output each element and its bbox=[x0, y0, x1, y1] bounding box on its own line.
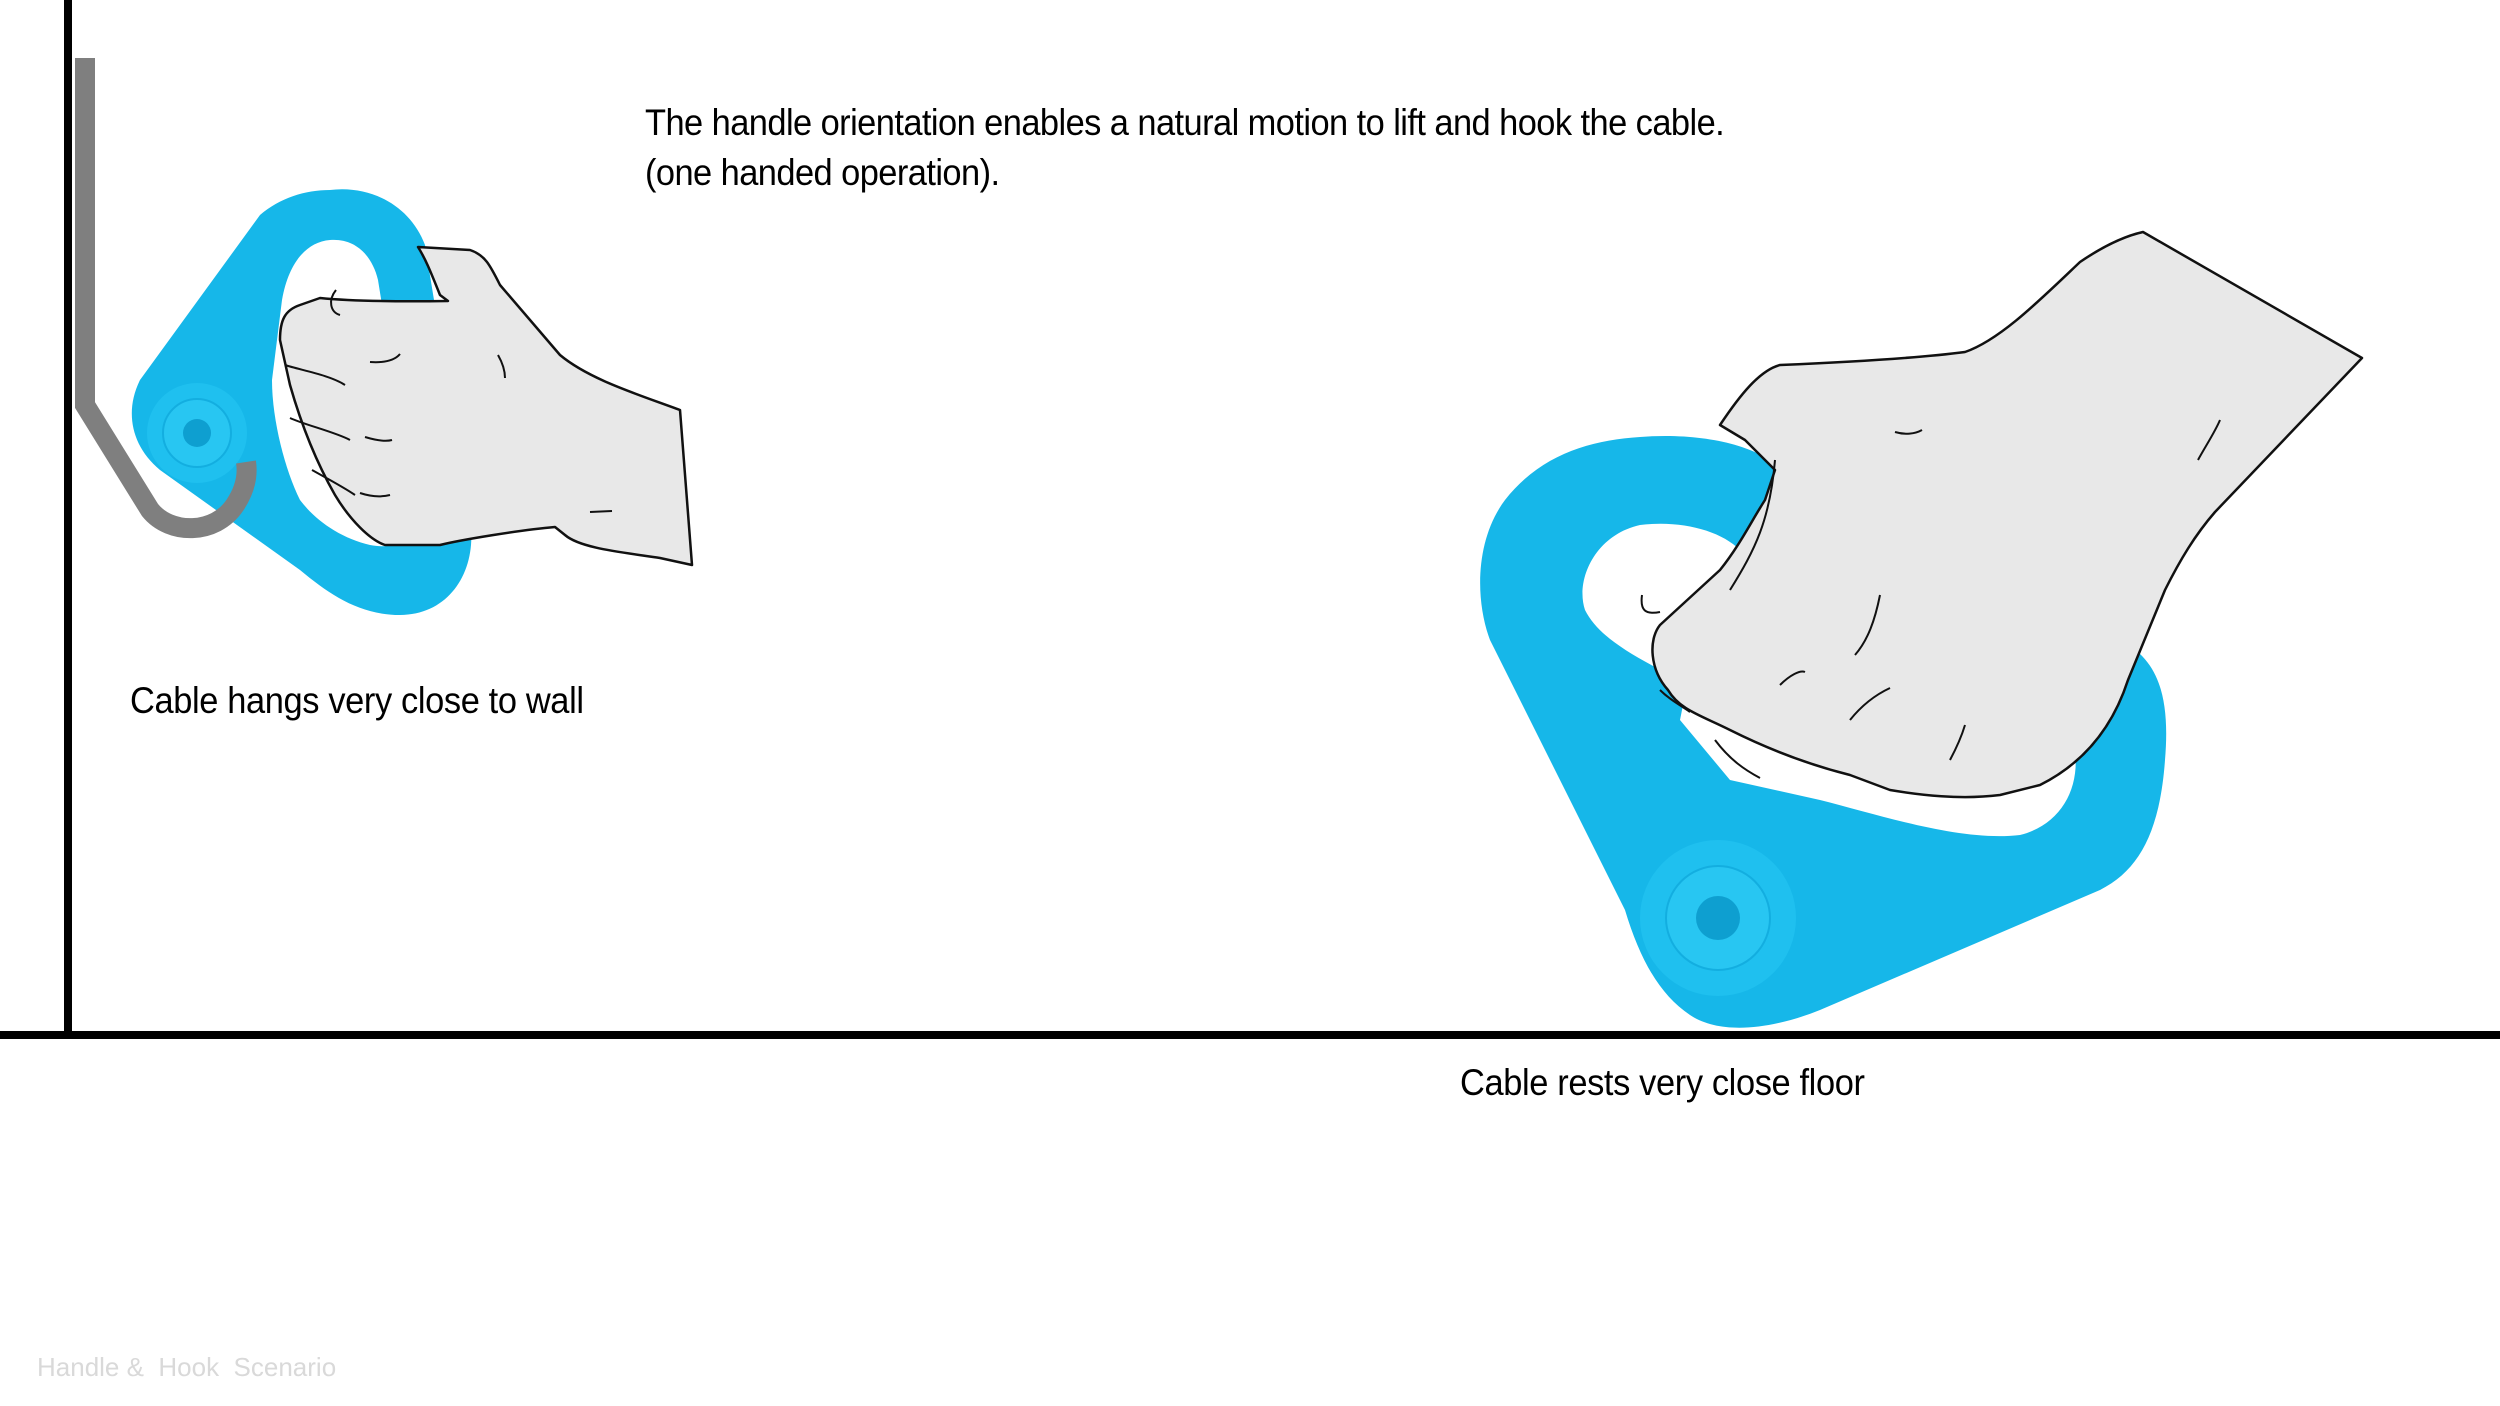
wall-line bbox=[64, 0, 72, 1037]
wall-hook-icon bbox=[75, 58, 257, 539]
wall-scenario bbox=[75, 58, 694, 615]
headline-line-2: (one handed operation). bbox=[645, 152, 1000, 193]
floor-line bbox=[0, 1031, 2500, 1039]
gripping-hand-icon bbox=[278, 245, 694, 567]
gripping-hand-icon bbox=[1640, 230, 2364, 799]
floor-scenario bbox=[1480, 230, 2364, 1028]
slide-footer: Handle & Hook Scenario bbox=[37, 1352, 337, 1382]
caption-wall: Cable hangs very close to wall bbox=[130, 680, 584, 721]
headline: The handle orientation enables a natural… bbox=[645, 98, 1725, 198]
caption-floor: Cable rests very close floor bbox=[1460, 1062, 1865, 1103]
headline-line-1: The handle orientation enables a natural… bbox=[645, 102, 1725, 143]
